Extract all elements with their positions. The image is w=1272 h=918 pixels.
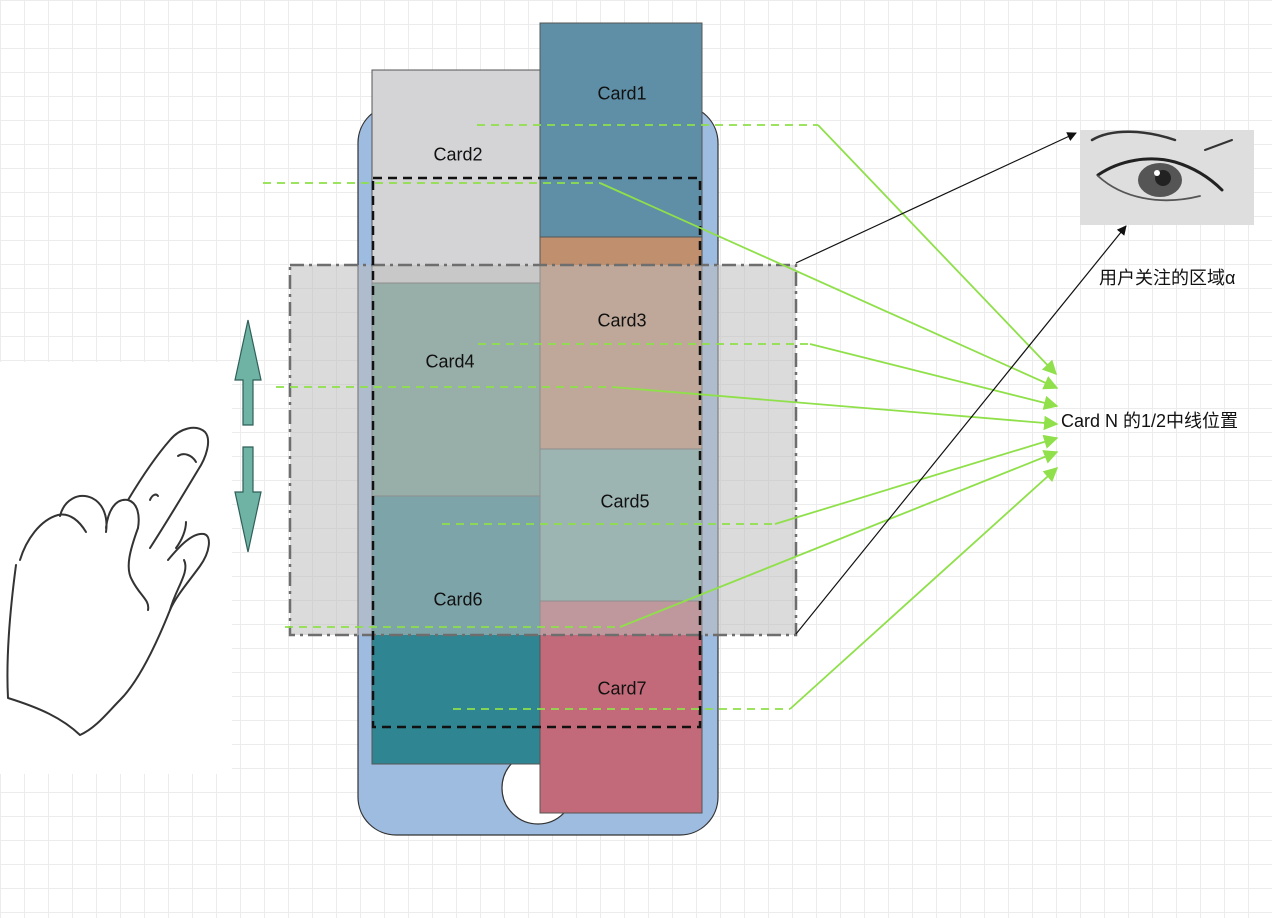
attention-arrows	[795, 132, 1127, 635]
midline-connectors	[599, 124, 1059, 710]
eye-icon	[1090, 130, 1233, 202]
attention-area-label: 用户关注的区域α	[1099, 268, 1236, 288]
card7-label: Card7	[597, 678, 647, 699]
down-arrow-icon	[234, 446, 262, 553]
attention-arrow-top	[795, 132, 1077, 264]
card4-label: Card4	[425, 351, 475, 372]
card1-block	[539, 22, 703, 238]
connector-card1	[817, 124, 1057, 376]
midline-guides	[263, 124, 818, 710]
connector-card5	[774, 434, 1059, 525]
card5-label: Card5	[600, 491, 650, 512]
connector-card4	[611, 386, 1059, 431]
viewport-frame	[371, 176, 702, 729]
card2-label: Card2	[433, 144, 483, 165]
card6-label: Card6	[433, 589, 483, 610]
connector-card2	[599, 182, 1059, 390]
connector-card6	[619, 450, 1059, 628]
connector-card3	[809, 343, 1059, 410]
connector-card7	[789, 467, 1059, 710]
card1-label: Card1	[597, 83, 647, 104]
attention-arrow-bottom	[795, 225, 1127, 635]
card3-label: Card3	[597, 310, 647, 331]
card2-block	[371, 69, 541, 284]
card7-block	[539, 600, 703, 814]
up-arrow-icon	[234, 319, 262, 426]
hand-pointer-icon	[6, 426, 210, 736]
midline-label: Card N 的1/2中线位置	[1061, 411, 1239, 431]
attention-area-band	[288, 263, 798, 637]
